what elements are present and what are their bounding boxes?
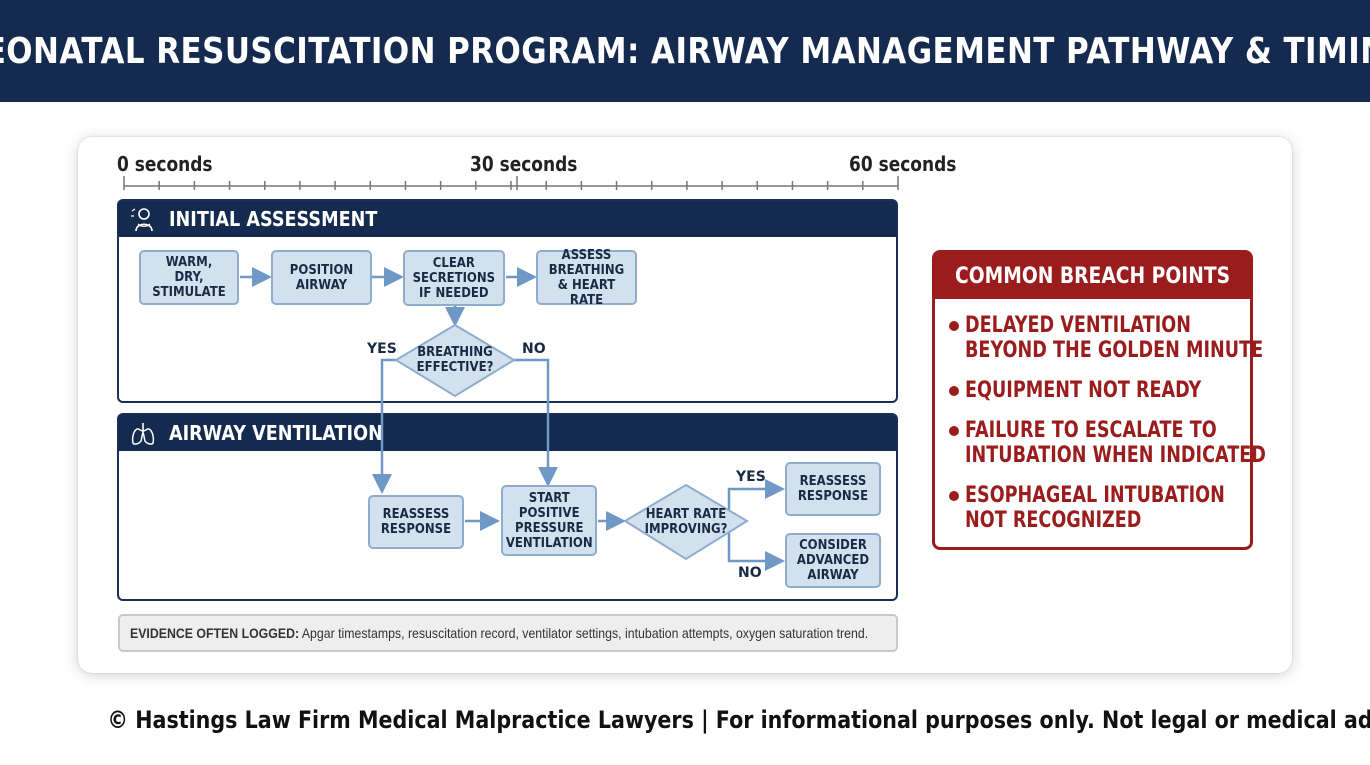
initial-assessment-title: INITIAL ASSESSMENT [169, 207, 378, 231]
breathing-effective-label: BREATHING EFFECTIVE? [416, 345, 494, 375]
evidence-text: Apgar timestamps, resuscitation record, … [299, 625, 869, 641]
page-title: NEONATAL RESUSCITATION PROGRAM: AIRWAY M… [0, 30, 1370, 72]
timeline-label-60: 60 seconds [849, 152, 957, 176]
breathing-no-label: NO [522, 341, 546, 357]
evidence-label: EVIDENCE OFTEN LOGGED: [130, 625, 300, 641]
evidence-bar: EVIDENCE OFTEN LOGGED: Apgar timestamps,… [118, 614, 898, 652]
initial-assessment-panel: INITIAL ASSESSMENT [117, 199, 898, 403]
timeline-label-0: 0 seconds [117, 152, 213, 176]
breach-points-header: COMMON BREACH POINTS [935, 253, 1250, 299]
newborn-icon [131, 208, 153, 232]
airway-ventilation-header: AIRWAY VENTILATION [119, 415, 896, 451]
step-start-ppv: START POSITIVE PRESSURE VENTILATION [501, 485, 597, 556]
step-clear-secretions: CLEAR SECRETIONS IF NEEDED [403, 250, 505, 306]
heart-rate-improving-label: HEART RATE IMPROVING? [644, 507, 728, 537]
initial-assessment-header: INITIAL ASSESSMENT [119, 201, 896, 237]
breach-points-panel: COMMON BREACH POINTS DELAYED VENTILATION… [932, 250, 1266, 550]
timeline-label-30: 30 seconds [470, 152, 578, 176]
page-header: NEONATAL RESUSCITATION PROGRAM: AIRWAY M… [0, 0, 1370, 102]
breathing-yes-label: YES [367, 341, 397, 357]
step-warm-dry-stimulate: WARM, DRY, STIMULATE [139, 250, 239, 305]
airway-ventilation-title: AIRWAY VENTILATION [169, 421, 383, 445]
outcome-consider-advanced-airway: CONSIDER ADVANCED AIRWAY [785, 533, 881, 588]
breach-points-title: COMMON BREACH POINTS [955, 263, 1231, 289]
heart-rate-no-label: NO [738, 565, 762, 581]
step-reassess-response: REASSESS RESPONSE [368, 495, 464, 549]
footer-disclaimer: © Hastings Law Firm Medical Malpractice … [107, 706, 1370, 734]
breach-item: EQUIPMENT NOT READY [949, 378, 1246, 403]
heart-rate-yes-label: YES [736, 469, 766, 485]
step-assess-breathing-heart-rate: ASSESS BREATHING & HEART RATE [536, 248, 637, 308]
lungs-icon [131, 423, 155, 445]
step-position-airway: POSITION AIRWAY [271, 250, 372, 305]
outcome-reassess-response: REASSESS RESPONSE [785, 462, 881, 516]
